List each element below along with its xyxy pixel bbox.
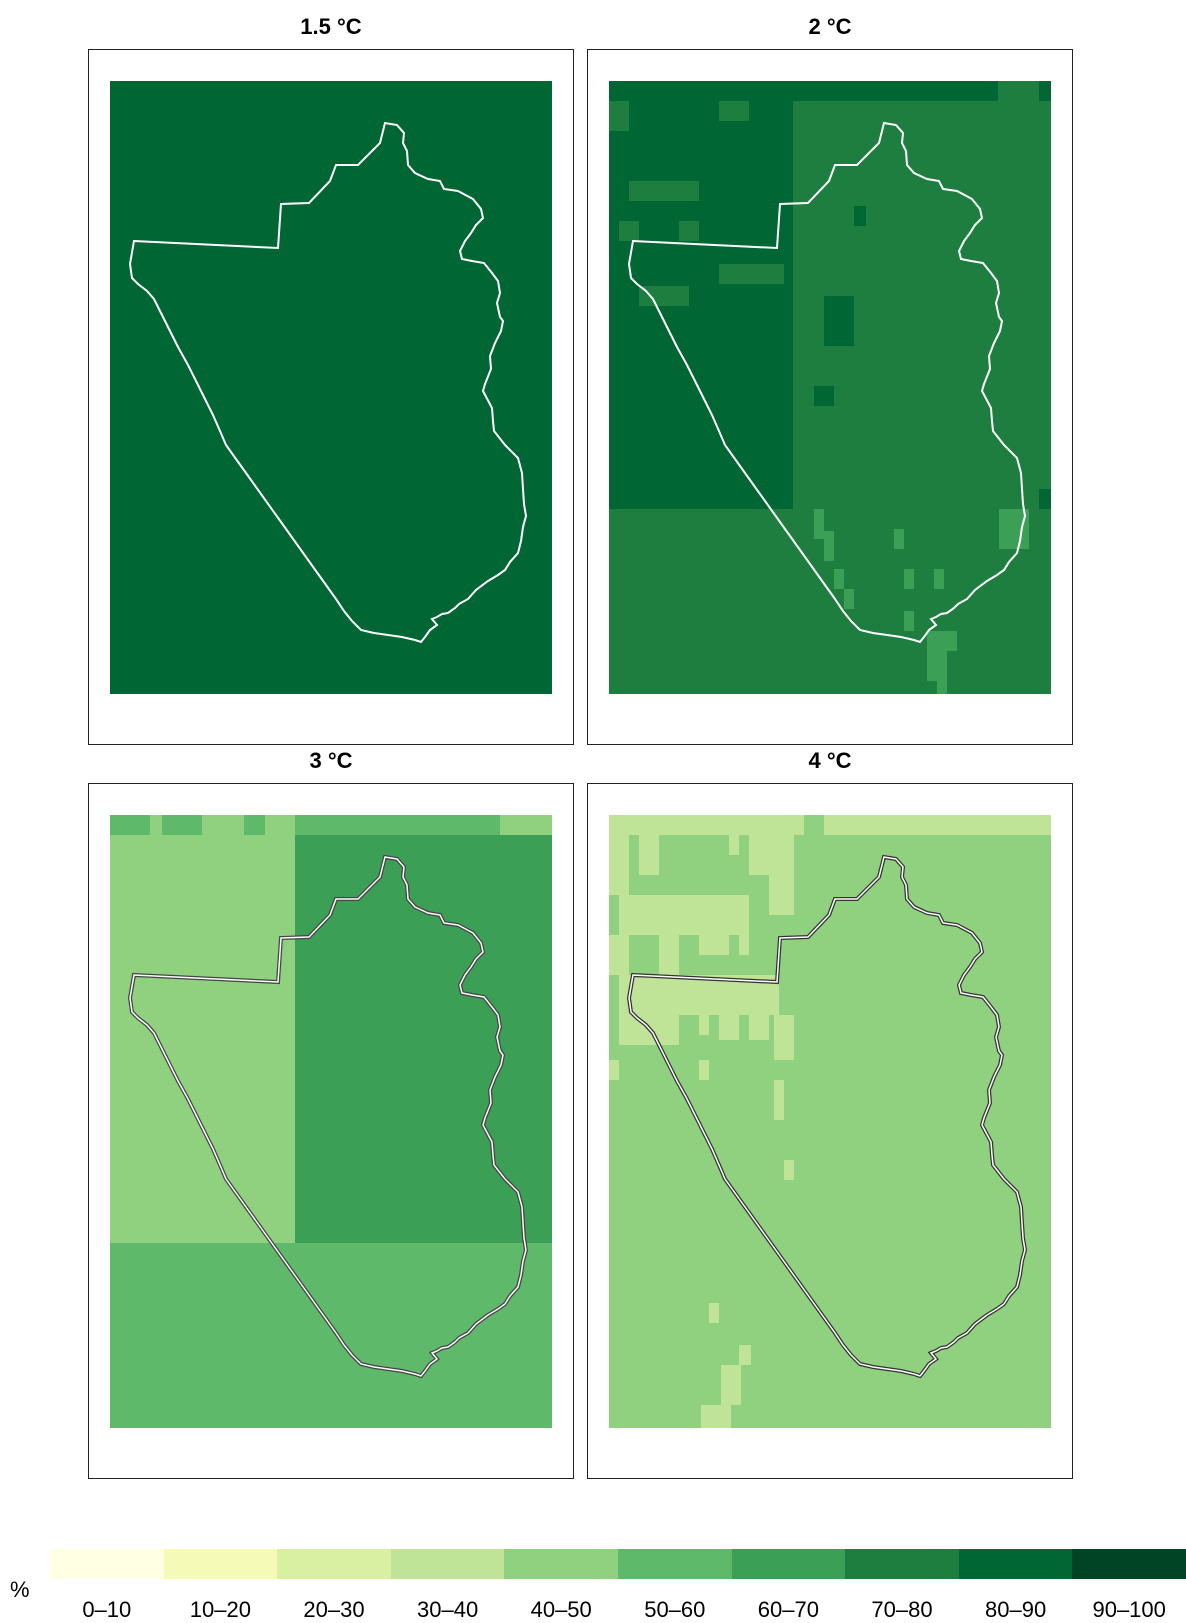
zone-30-40 xyxy=(619,895,749,935)
zone-30-40 xyxy=(699,1060,709,1080)
zone-40-50 xyxy=(150,815,162,835)
zone-70-80 xyxy=(609,101,629,131)
map-panel-1-5c xyxy=(88,49,574,745)
legend-swatch xyxy=(618,1549,732,1579)
legend-label: 50–60 xyxy=(644,1597,706,1622)
legend-swatch xyxy=(390,1549,505,1579)
zone-30-40 xyxy=(784,1160,794,1180)
map-1-5c xyxy=(110,81,552,694)
legend-label: 80–90 xyxy=(985,1597,1047,1622)
region-outline-inner xyxy=(129,856,527,1377)
zone-30-40 xyxy=(609,815,804,835)
zone-30-40 xyxy=(824,815,1051,835)
zone-30-40 xyxy=(699,1015,709,1035)
zone-80-90 xyxy=(609,81,793,509)
zone-30-40 xyxy=(721,1365,741,1405)
legend-swatch xyxy=(277,1549,391,1579)
zone-60-70 xyxy=(927,631,957,651)
zone-70-80 xyxy=(719,101,749,121)
legend-label: 20–30 xyxy=(303,1597,365,1622)
zone-30-40 xyxy=(719,1015,739,1040)
legend-swatch xyxy=(50,1549,164,1579)
legend-label: 60–70 xyxy=(757,1597,819,1622)
region-outline-inner xyxy=(628,856,1026,1377)
zone-30-40 xyxy=(701,1405,731,1428)
zone-60-70 xyxy=(927,651,947,681)
zone-80-90 xyxy=(824,296,854,346)
zone-80-90 xyxy=(793,81,998,101)
zone-30-40 xyxy=(639,835,659,875)
zone-30-40 xyxy=(774,1015,794,1060)
panel-title-3c: 3 °C xyxy=(309,748,353,773)
legend-swatch xyxy=(958,1549,1073,1579)
zone-40-50 xyxy=(202,815,244,835)
zone-70-80 xyxy=(679,221,699,241)
map-background xyxy=(110,81,552,694)
legend-unit: % xyxy=(10,1577,30,1602)
map-panel-3c xyxy=(88,783,574,1479)
map-4c xyxy=(609,815,1051,1428)
zone-40-50 xyxy=(265,815,295,835)
legend-label: 90–100 xyxy=(1092,1597,1166,1622)
legend-swatch xyxy=(845,1549,959,1579)
zone-30-40 xyxy=(699,935,729,955)
zone-70-80 xyxy=(719,264,784,284)
zone-30-40 xyxy=(769,835,794,915)
zone-60-70 xyxy=(844,589,854,609)
panel-title-4c: 4 °C xyxy=(808,748,852,773)
region-outline xyxy=(627,121,1027,644)
legend-label: 40–50 xyxy=(530,1597,592,1622)
legend-label: 0–10 xyxy=(82,1597,132,1622)
zone-30-40 xyxy=(729,835,739,855)
zone-30-40 xyxy=(609,935,629,975)
legend-swatch xyxy=(731,1549,846,1579)
zone-60-70 xyxy=(904,611,914,631)
zone-60-70 xyxy=(934,569,944,589)
zone-60-70 xyxy=(894,529,904,549)
zone-30-40 xyxy=(609,1060,619,1080)
zone-40-50 xyxy=(110,835,295,1243)
legend-label: 30–40 xyxy=(417,1597,479,1622)
zone-80-90 xyxy=(1039,81,1051,101)
zone-60-70 xyxy=(834,569,844,589)
zone-30-40 xyxy=(749,835,769,875)
legend-swatch xyxy=(504,1549,618,1579)
zone-70-80 xyxy=(629,181,699,201)
legend-swatch xyxy=(163,1549,278,1579)
zone-60-70 xyxy=(824,531,834,561)
zone-70-80 xyxy=(639,286,689,306)
zone-30-40 xyxy=(739,935,749,955)
map-3c xyxy=(110,815,552,1428)
legend-swatch xyxy=(1072,1549,1186,1579)
map-2c xyxy=(609,81,1051,694)
legend: 0–10 10–20 20–30 30–40 40–50 50–60 60–70 70–80 8… xyxy=(50,1549,1186,1622)
zone-70-80 xyxy=(619,221,639,241)
legend-label: 70–80 xyxy=(871,1597,933,1622)
zone-40-50 xyxy=(500,815,552,835)
map-panel-2c xyxy=(587,49,1073,745)
zone-30-40 xyxy=(749,1015,769,1040)
panel-title-1-5c: 1.5 °C xyxy=(300,14,362,39)
zone-30-40 xyxy=(739,1345,751,1365)
zone-80-90 xyxy=(854,206,866,226)
zone-30-40 xyxy=(659,935,679,975)
panel-title-2c: 2 °C xyxy=(808,14,852,39)
zone-60-70 xyxy=(937,676,947,694)
region-outline xyxy=(128,121,528,644)
zone-30-40 xyxy=(709,1303,719,1323)
zone-80-90 xyxy=(1039,489,1051,509)
zone-30-40 xyxy=(609,835,629,895)
zone-60-70 xyxy=(904,569,914,589)
map-panel-4c xyxy=(587,783,1073,1479)
legend-label: 10–20 xyxy=(189,1597,251,1622)
zone-80-90 xyxy=(814,386,834,406)
zone-60-70 xyxy=(295,835,552,1243)
zone-60-70 xyxy=(814,509,824,539)
zone-30-40 xyxy=(774,1080,784,1120)
